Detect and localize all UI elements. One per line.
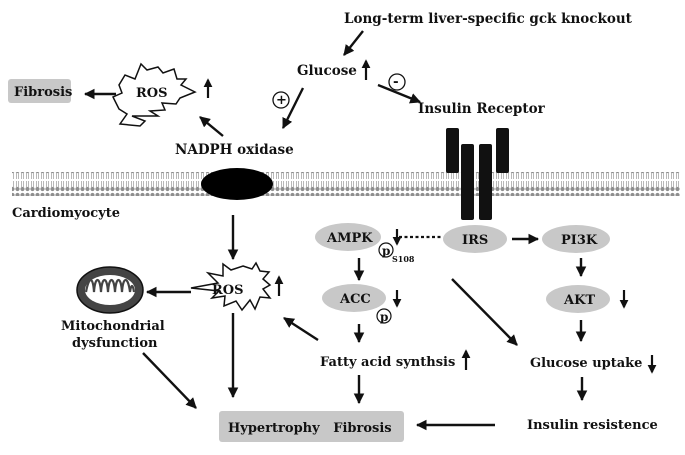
arrow-knockout-to-glucose xyxy=(343,30,364,56)
nadph-oxidase-label: NADPH oxidase xyxy=(175,142,294,158)
arrow-nadph-to-ros xyxy=(199,116,224,137)
ros-burst-middle xyxy=(190,261,272,312)
glucose-label: Glucose xyxy=(297,63,357,79)
arrow-mito-to-hypertrophy xyxy=(142,352,197,409)
acc-phospho-label: p xyxy=(380,310,388,324)
irs-node xyxy=(443,225,507,253)
arrow-glucose-to-receptor xyxy=(377,83,422,104)
arrow-ampk-to-glucose-uptake xyxy=(451,278,518,346)
insulin-receptor-label: Insulin Receptor xyxy=(418,101,546,117)
fibrosis-top-label: Fibrosis xyxy=(14,85,72,100)
pi3k-node xyxy=(542,225,610,253)
ros-top-label: ROS xyxy=(136,86,168,101)
mito-label-line2: dysfunction xyxy=(72,336,158,351)
cardiomyocyte-label: Cardiomyocyte xyxy=(12,206,120,221)
plus-sign: + xyxy=(276,93,287,108)
insulin-receptor-bar-4 xyxy=(496,128,509,173)
mitochondrion-icon xyxy=(76,266,144,314)
cell-membrane xyxy=(12,172,680,196)
pi3k-label: PI3K xyxy=(561,233,598,248)
plus-circle xyxy=(272,91,290,109)
ampk-label: AMPK xyxy=(326,231,373,246)
hypertrophy-fibrosis-box xyxy=(219,411,404,442)
ros-middle-label: ROS xyxy=(212,283,244,298)
glucose-uptake-label: Glucose uptake xyxy=(530,356,642,371)
ros-burst-top xyxy=(111,62,197,127)
acc-phospho-circle xyxy=(376,308,392,324)
akt-node xyxy=(546,285,610,313)
ampk-phospho-circle xyxy=(378,242,394,258)
acc-node xyxy=(322,284,386,312)
gck-knockout-label: Long-term liver-specific gck knockout xyxy=(344,11,633,27)
fatty-acid-label: Fatty acid synthsis xyxy=(320,355,455,370)
insulin-receptor-bar-1 xyxy=(446,128,459,173)
arrow-glucose-to-nadph xyxy=(281,87,305,129)
mito-label-line1: Mitochondrial xyxy=(61,319,165,334)
insulin-receptor-bar-2 xyxy=(461,144,474,220)
s108-label: S108 xyxy=(392,254,415,264)
minus-sign: - xyxy=(393,74,399,90)
insulin-receptor-bar-3 xyxy=(479,144,492,220)
irs-label: IRS xyxy=(462,233,488,248)
minus-circle xyxy=(388,73,406,91)
ampk-node xyxy=(315,223,381,251)
nadph-oxidase-complex xyxy=(201,168,273,200)
arrow-fatty-acid-to-ros xyxy=(283,316,319,342)
fibrosis-top-box xyxy=(8,79,71,103)
hypertrophy-fibrosis-label: Hypertrophy Fibrosis xyxy=(228,421,392,436)
ampk-phospho-label: p xyxy=(382,244,390,258)
insulin-resistence-label: Insulin resistence xyxy=(527,418,658,433)
acc-label: ACC xyxy=(339,292,371,307)
akt-label: AKT xyxy=(563,293,595,308)
